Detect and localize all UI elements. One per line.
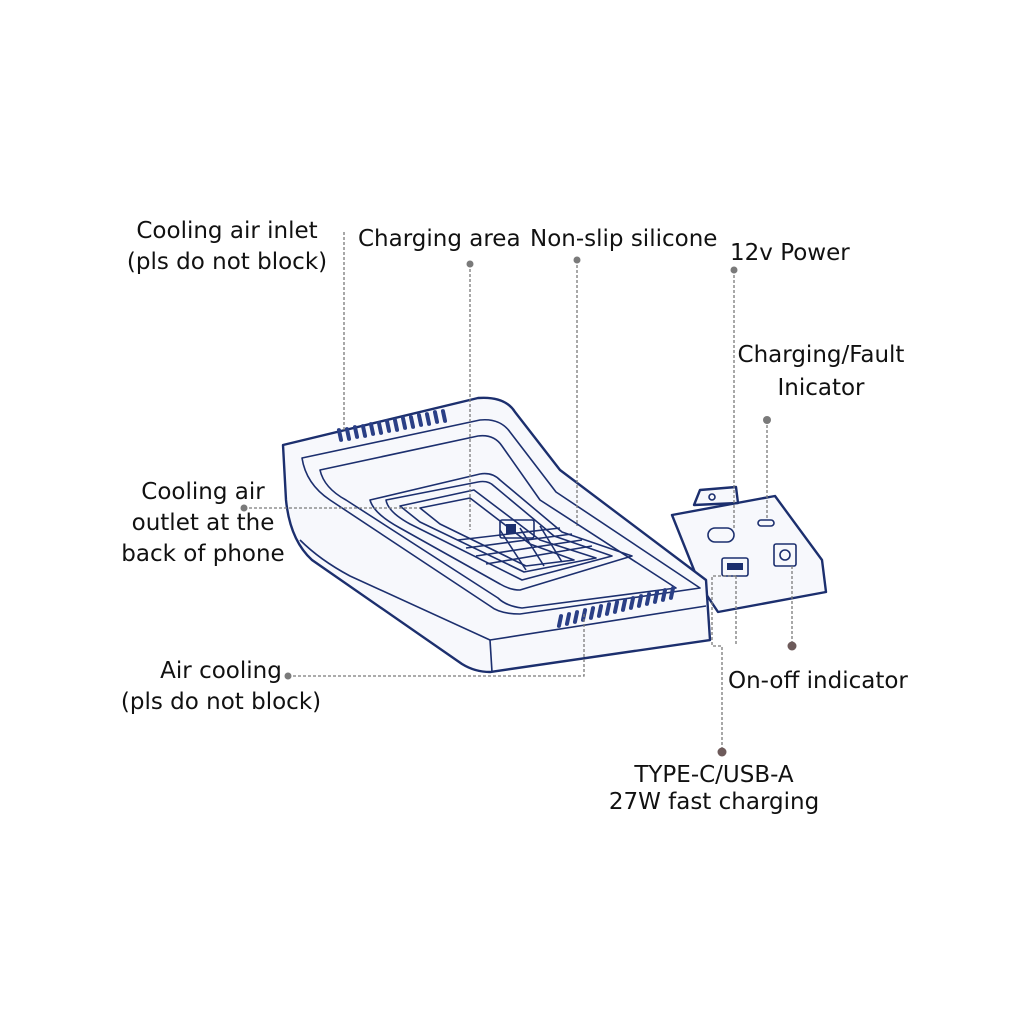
tray-rim — [301, 418, 701, 615]
dot-fault — [763, 416, 771, 424]
label-cooling-inlet-line1: Cooling air inlet — [136, 218, 318, 244]
tray-floor — [319, 434, 677, 609]
label-usb-line1: TYPE-C/USB-A — [634, 762, 794, 788]
label-onoff: On-off indicator — [728, 668, 908, 694]
charging-pad — [369, 472, 633, 591]
label-outlet-line3: back of phone — [121, 541, 285, 567]
front-face — [299, 539, 707, 641]
pad-outer — [369, 472, 633, 591]
label-usb: TYPE-C/USB-A 27W fast charging — [590, 762, 838, 816]
label-fault: Charging/Fault Inicator — [722, 340, 920, 404]
dot-12v — [730, 266, 738, 274]
pad-ring-1 — [399, 489, 597, 573]
type-c-port — [707, 527, 735, 543]
label-12v: 12v Power — [730, 240, 850, 266]
label-cooling-inlet: Cooling air inlet (pls do not block) — [112, 216, 342, 278]
leader-air-cooling — [288, 612, 585, 677]
power-icon — [779, 549, 791, 561]
label-air-cooling-line2: (pls do not block) — [120, 689, 322, 715]
label-air-cooling: Air cooling (pls do not block) — [106, 656, 336, 718]
on-off-button — [773, 543, 797, 567]
dot-outlet — [240, 504, 248, 512]
label-usb-line2: 27W fast charging — [608, 789, 820, 815]
leader-lines — [240, 232, 797, 757]
front-bottom — [489, 639, 493, 673]
front-vents — [556, 586, 676, 628]
ports — [707, 519, 797, 577]
charger-device — [281, 396, 828, 674]
label-outlet-line2: outlet at the — [131, 510, 275, 536]
label-non-slip: Non-slip silicone — [530, 226, 718, 252]
power-connector — [692, 485, 740, 507]
dot-air-cooling — [284, 672, 292, 680]
label-cooling-inlet-line2: (pls do not block) — [126, 249, 328, 275]
leader-usb — [711, 575, 736, 752]
charging-symbol — [499, 519, 535, 539]
dot-non-slip — [573, 256, 581, 264]
label-outlet-line1: Cooling air — [141, 479, 265, 505]
dot-onoff — [787, 641, 797, 651]
top-vents — [336, 409, 448, 442]
charging-symbol-mark — [506, 524, 516, 534]
fault-indicator-led — [757, 519, 775, 527]
usb-a-port-inner — [727, 563, 743, 570]
pad-inner — [385, 480, 613, 581]
label-fault-line1: Charging/Fault — [737, 342, 905, 368]
label-charging-area: Charging area — [358, 226, 521, 252]
dot-usb — [717, 747, 727, 757]
pad-ring-2 — [419, 497, 575, 567]
label-fault-line2: Inicator — [777, 375, 865, 401]
label-outlet: Cooling air outlet at the back of phone — [108, 477, 298, 570]
power-connector-hole — [708, 493, 716, 501]
dot-charging-area — [466, 260, 474, 268]
label-air-cooling-line1: Air cooling — [160, 658, 282, 684]
